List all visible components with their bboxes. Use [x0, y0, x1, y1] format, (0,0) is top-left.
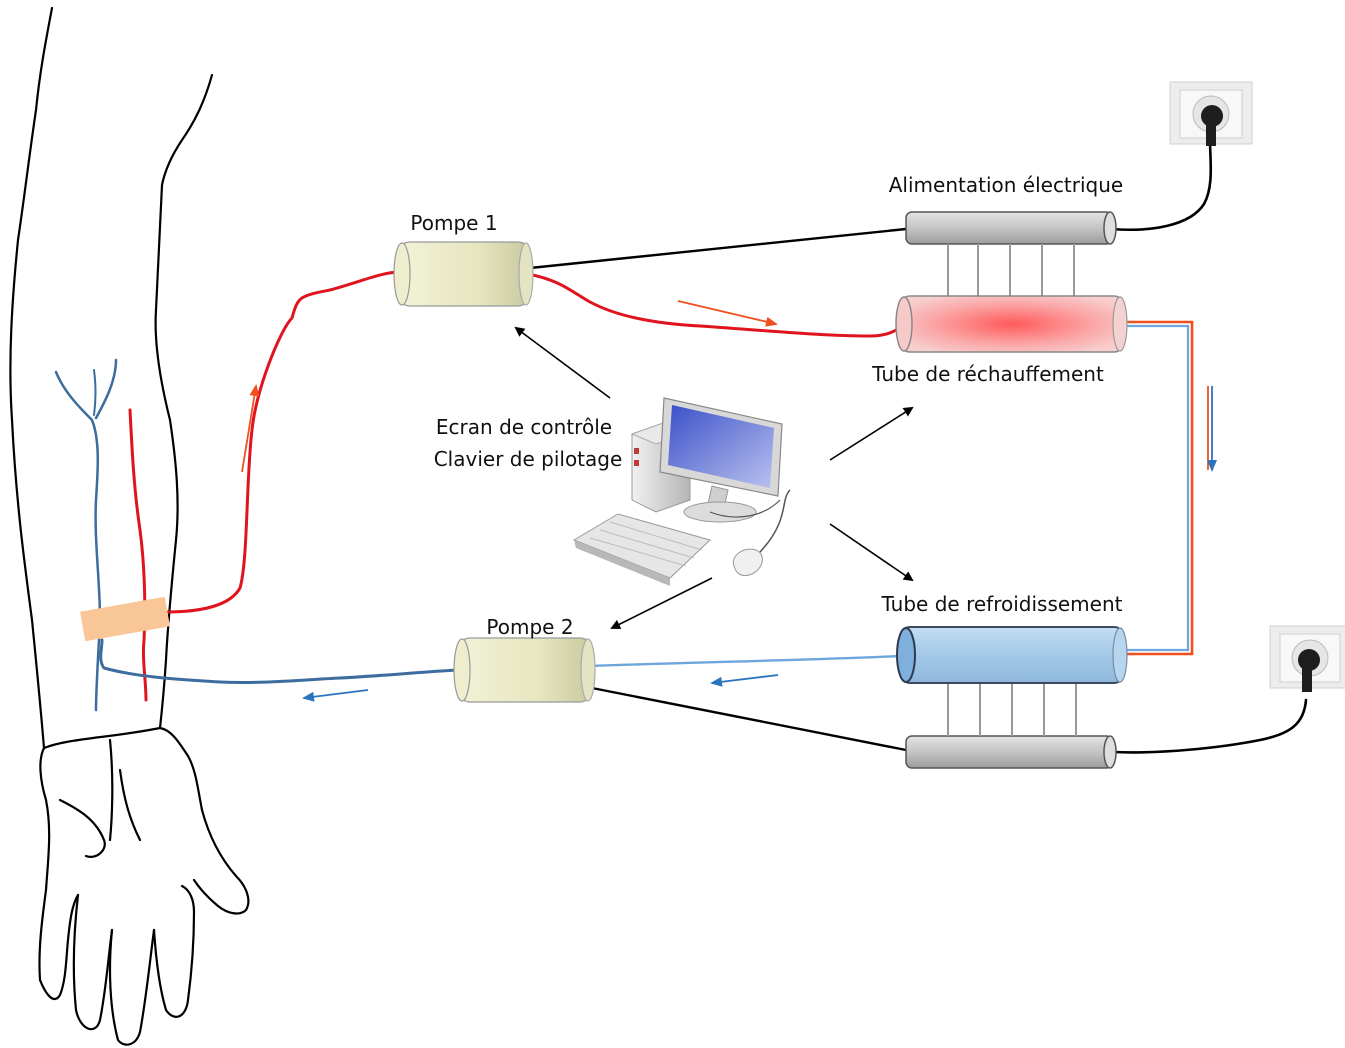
wall-outlet-icon: [1169, 81, 1253, 146]
finger-1: [38, 893, 80, 1001]
wire-pump1-to-psu-top: [528, 227, 908, 270]
finger-4: [152, 884, 196, 1018]
arm-inner-line: [108, 738, 114, 842]
pump2-label: Pompe 2: [486, 615, 573, 639]
flow-arrow-to-pump2: [710, 674, 779, 687]
finger-2: [72, 893, 114, 1031]
tubing: [99, 270, 1194, 685]
bandage: [80, 596, 170, 642]
hand-left-edge: [38, 746, 51, 982]
power-wiring: [528, 138, 1308, 754]
arm-left-contour: [9, 6, 54, 750]
cooling-tube: [896, 626, 1128, 684]
pump1-label: Pompe 1: [410, 211, 497, 235]
vein-branch-1: [54, 370, 102, 712]
power-supply-bottom: [905, 735, 1117, 769]
control-keyboard-label: Clavier de pilotage: [434, 447, 623, 471]
arrow-to-heater: [829, 406, 914, 461]
arrow-to-pump1: [514, 326, 611, 399]
control-screen-label: Ecran de contrôle: [436, 415, 612, 439]
arrow-to-cooler: [829, 523, 914, 582]
palm-line: [58, 768, 142, 858]
cooling-tube-label: Tube de refroidissement: [881, 592, 1123, 616]
cord-psu-top-to-outlet: [1110, 138, 1213, 232]
desktop-computer-icon: [572, 397, 791, 586]
artery-in-arm: [128, 408, 148, 702]
arrow-to-pump2: [610, 577, 713, 629]
flow-arrow-arm-up: [241, 384, 260, 473]
heating-tube-label: Tube de réchauffement: [871, 362, 1104, 386]
flow-arrow-to-arm: [302, 689, 369, 702]
control-arrows: [514, 326, 914, 629]
arm-outline: [9, 6, 250, 1046]
arm-vessels: [54, 358, 148, 712]
pump-2: [453, 637, 596, 703]
power-supply-label: Alimentation électrique: [889, 173, 1123, 197]
line-heater-to-cooler-red: [1122, 320, 1194, 656]
wrist-line: [42, 726, 250, 915]
flow-arrow-to-heater: [677, 300, 778, 327]
power-supply-top: [905, 211, 1117, 245]
line-heater-to-cooler-blue: [1122, 324, 1190, 652]
vein-branch-2: [94, 358, 118, 420]
line-pump1-to-heater: [526, 272, 902, 338]
wire-pump2-to-psu-bottom: [590, 686, 908, 752]
heater-connector-rods: [947, 244, 1075, 298]
vein-line-from-pump2: [99, 638, 460, 685]
flow-arrows: [241, 300, 1217, 702]
wall-outlet-icon: [1269, 625, 1345, 692]
pump-1: [393, 241, 534, 307]
artery-line-to-pump1: [164, 270, 402, 614]
finger-3: [108, 928, 156, 1046]
cord-psu-bottom-to-outlet: [1110, 698, 1308, 754]
heating-tube: [895, 295, 1128, 353]
arm-right-contour: [154, 73, 214, 730]
vein-branch-3: [93, 369, 97, 416]
cooler-connector-rods: [947, 682, 1077, 736]
line-cooler-to-pump2: [588, 654, 902, 668]
